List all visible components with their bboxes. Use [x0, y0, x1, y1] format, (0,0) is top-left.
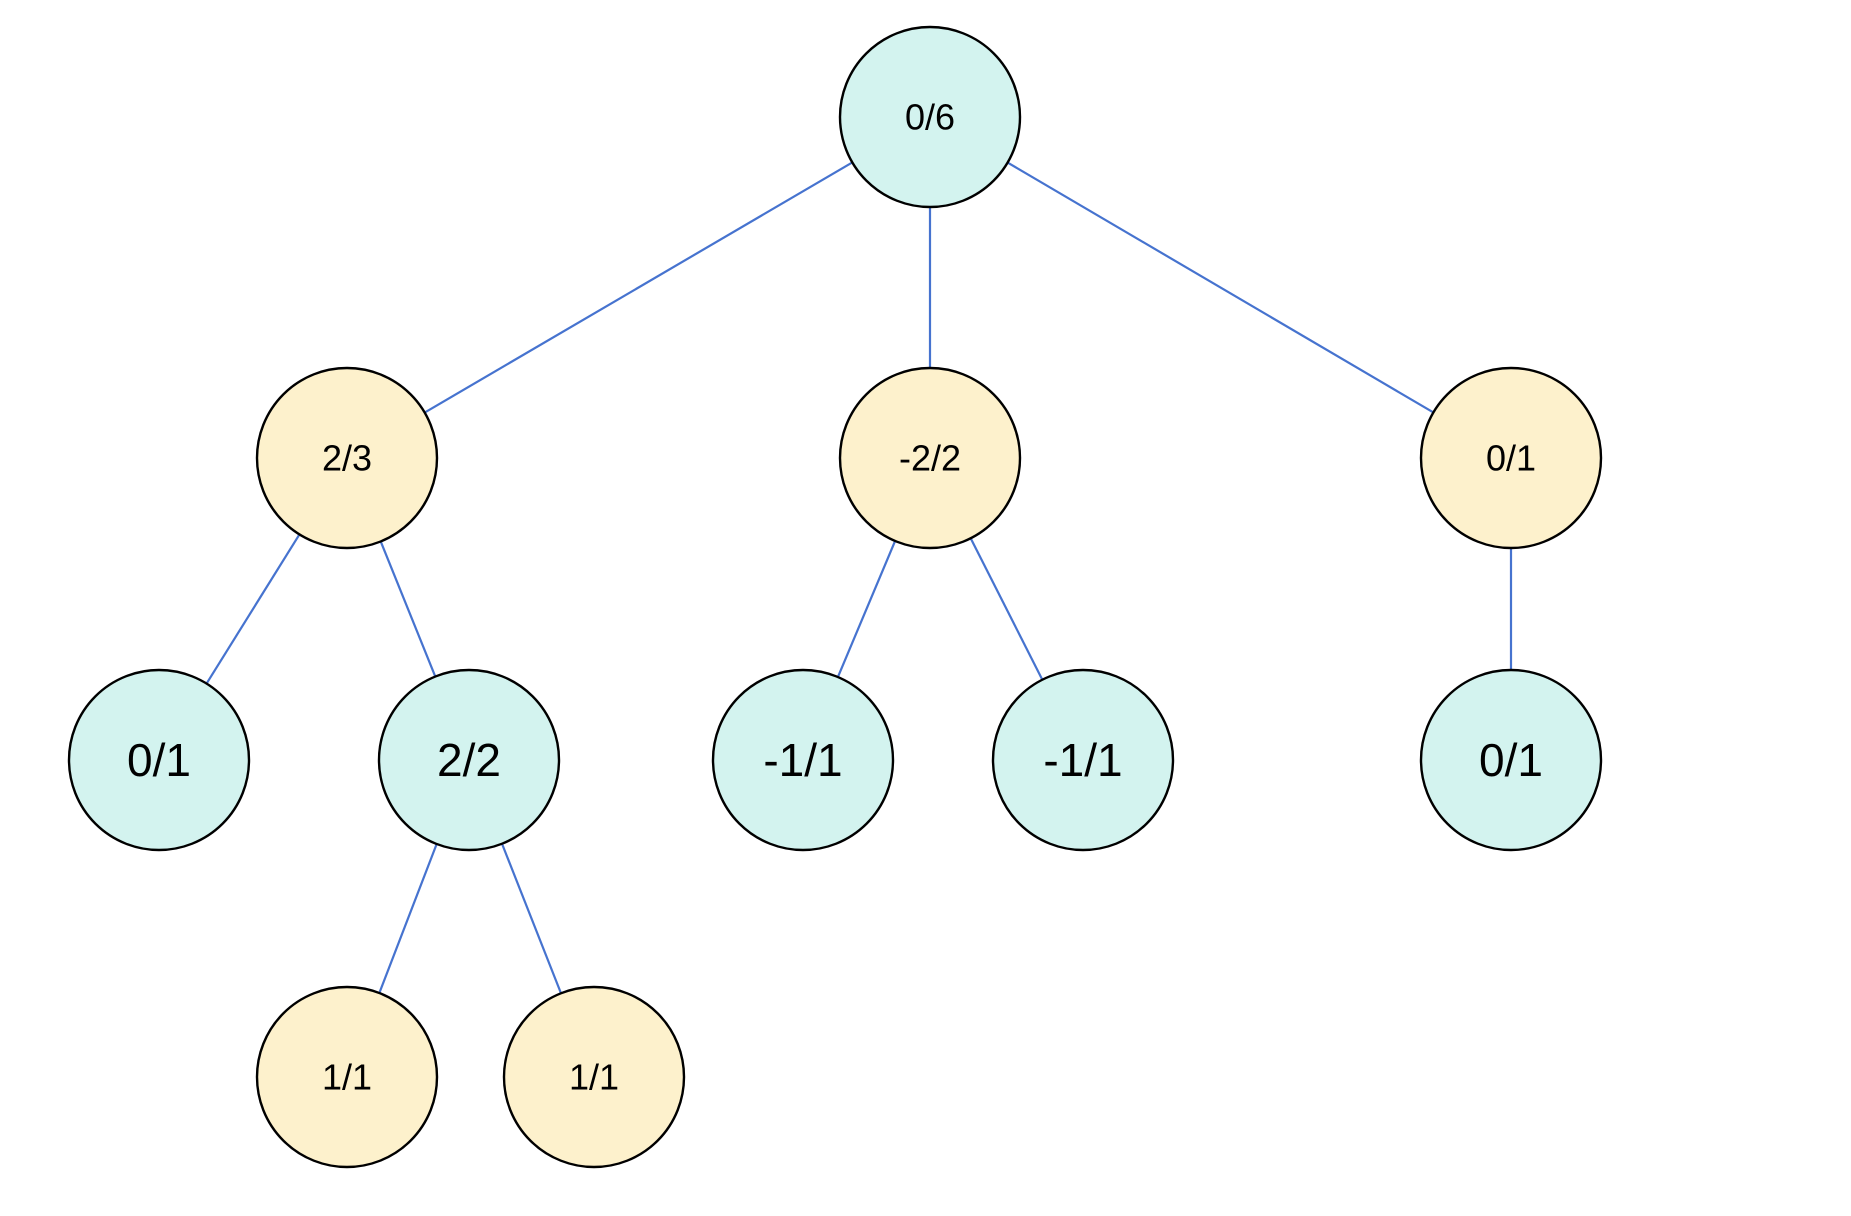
node-circle	[991, 668, 1175, 852]
edge-root-a	[424, 161, 853, 414]
node-circle	[838, 25, 1022, 209]
node-circle	[711, 668, 895, 852]
node-circle	[838, 366, 1022, 550]
node-circle	[377, 668, 561, 852]
node-label: 1/1	[569, 1057, 619, 1098]
node-label: -2/2	[899, 438, 961, 479]
node-circle	[255, 366, 439, 550]
tree-node-c: 0/1	[1419, 366, 1603, 550]
tree-node-a1: 0/1	[67, 668, 251, 852]
node-label: 1/1	[322, 1057, 372, 1098]
tree-node-b: -2/2	[838, 366, 1022, 550]
tree-node-b1: -1/1	[711, 668, 895, 852]
node-label: 2/3	[322, 438, 372, 479]
tree-node-a2a: 1/1	[255, 985, 439, 1169]
edge-a-a1	[205, 533, 301, 685]
tree-node-a2b: 1/1	[502, 985, 686, 1169]
node-circle	[67, 668, 251, 852]
tree-node-b2: -1/1	[991, 668, 1175, 852]
edge-root-c	[1007, 161, 1434, 414]
edge-a2-a2b	[500, 843, 563, 994]
node-label: 2/2	[437, 734, 501, 786]
tree-node-root: 0/6	[838, 25, 1022, 209]
node-circle	[1419, 366, 1603, 550]
node-label: 0/6	[905, 97, 955, 138]
nodes-layer: 0/6 2/3 -2/2 0/1 0/1 2/2 -1/1 -1/1 0/1 1/1 1/1	[67, 25, 1603, 1169]
edges-layer	[205, 161, 1513, 994]
node-circle	[1419, 668, 1603, 852]
tree-node-a2: 2/2	[377, 668, 561, 852]
node-label: -1/1	[1043, 734, 1122, 786]
tree-node-a: 2/3	[255, 366, 439, 550]
tree-node-c1: 0/1	[1419, 668, 1603, 852]
node-label: -1/1	[763, 734, 842, 786]
node-circle	[255, 985, 439, 1169]
edge-b-b2	[969, 537, 1044, 681]
edge-a-a2	[379, 541, 437, 677]
node-label: 0/1	[1479, 734, 1543, 786]
edge-a2-a2a	[378, 843, 438, 994]
node-circle	[502, 985, 686, 1169]
node-label: 0/1	[127, 734, 191, 786]
edge-b-b1	[836, 540, 897, 678]
node-label: 0/1	[1486, 438, 1536, 479]
